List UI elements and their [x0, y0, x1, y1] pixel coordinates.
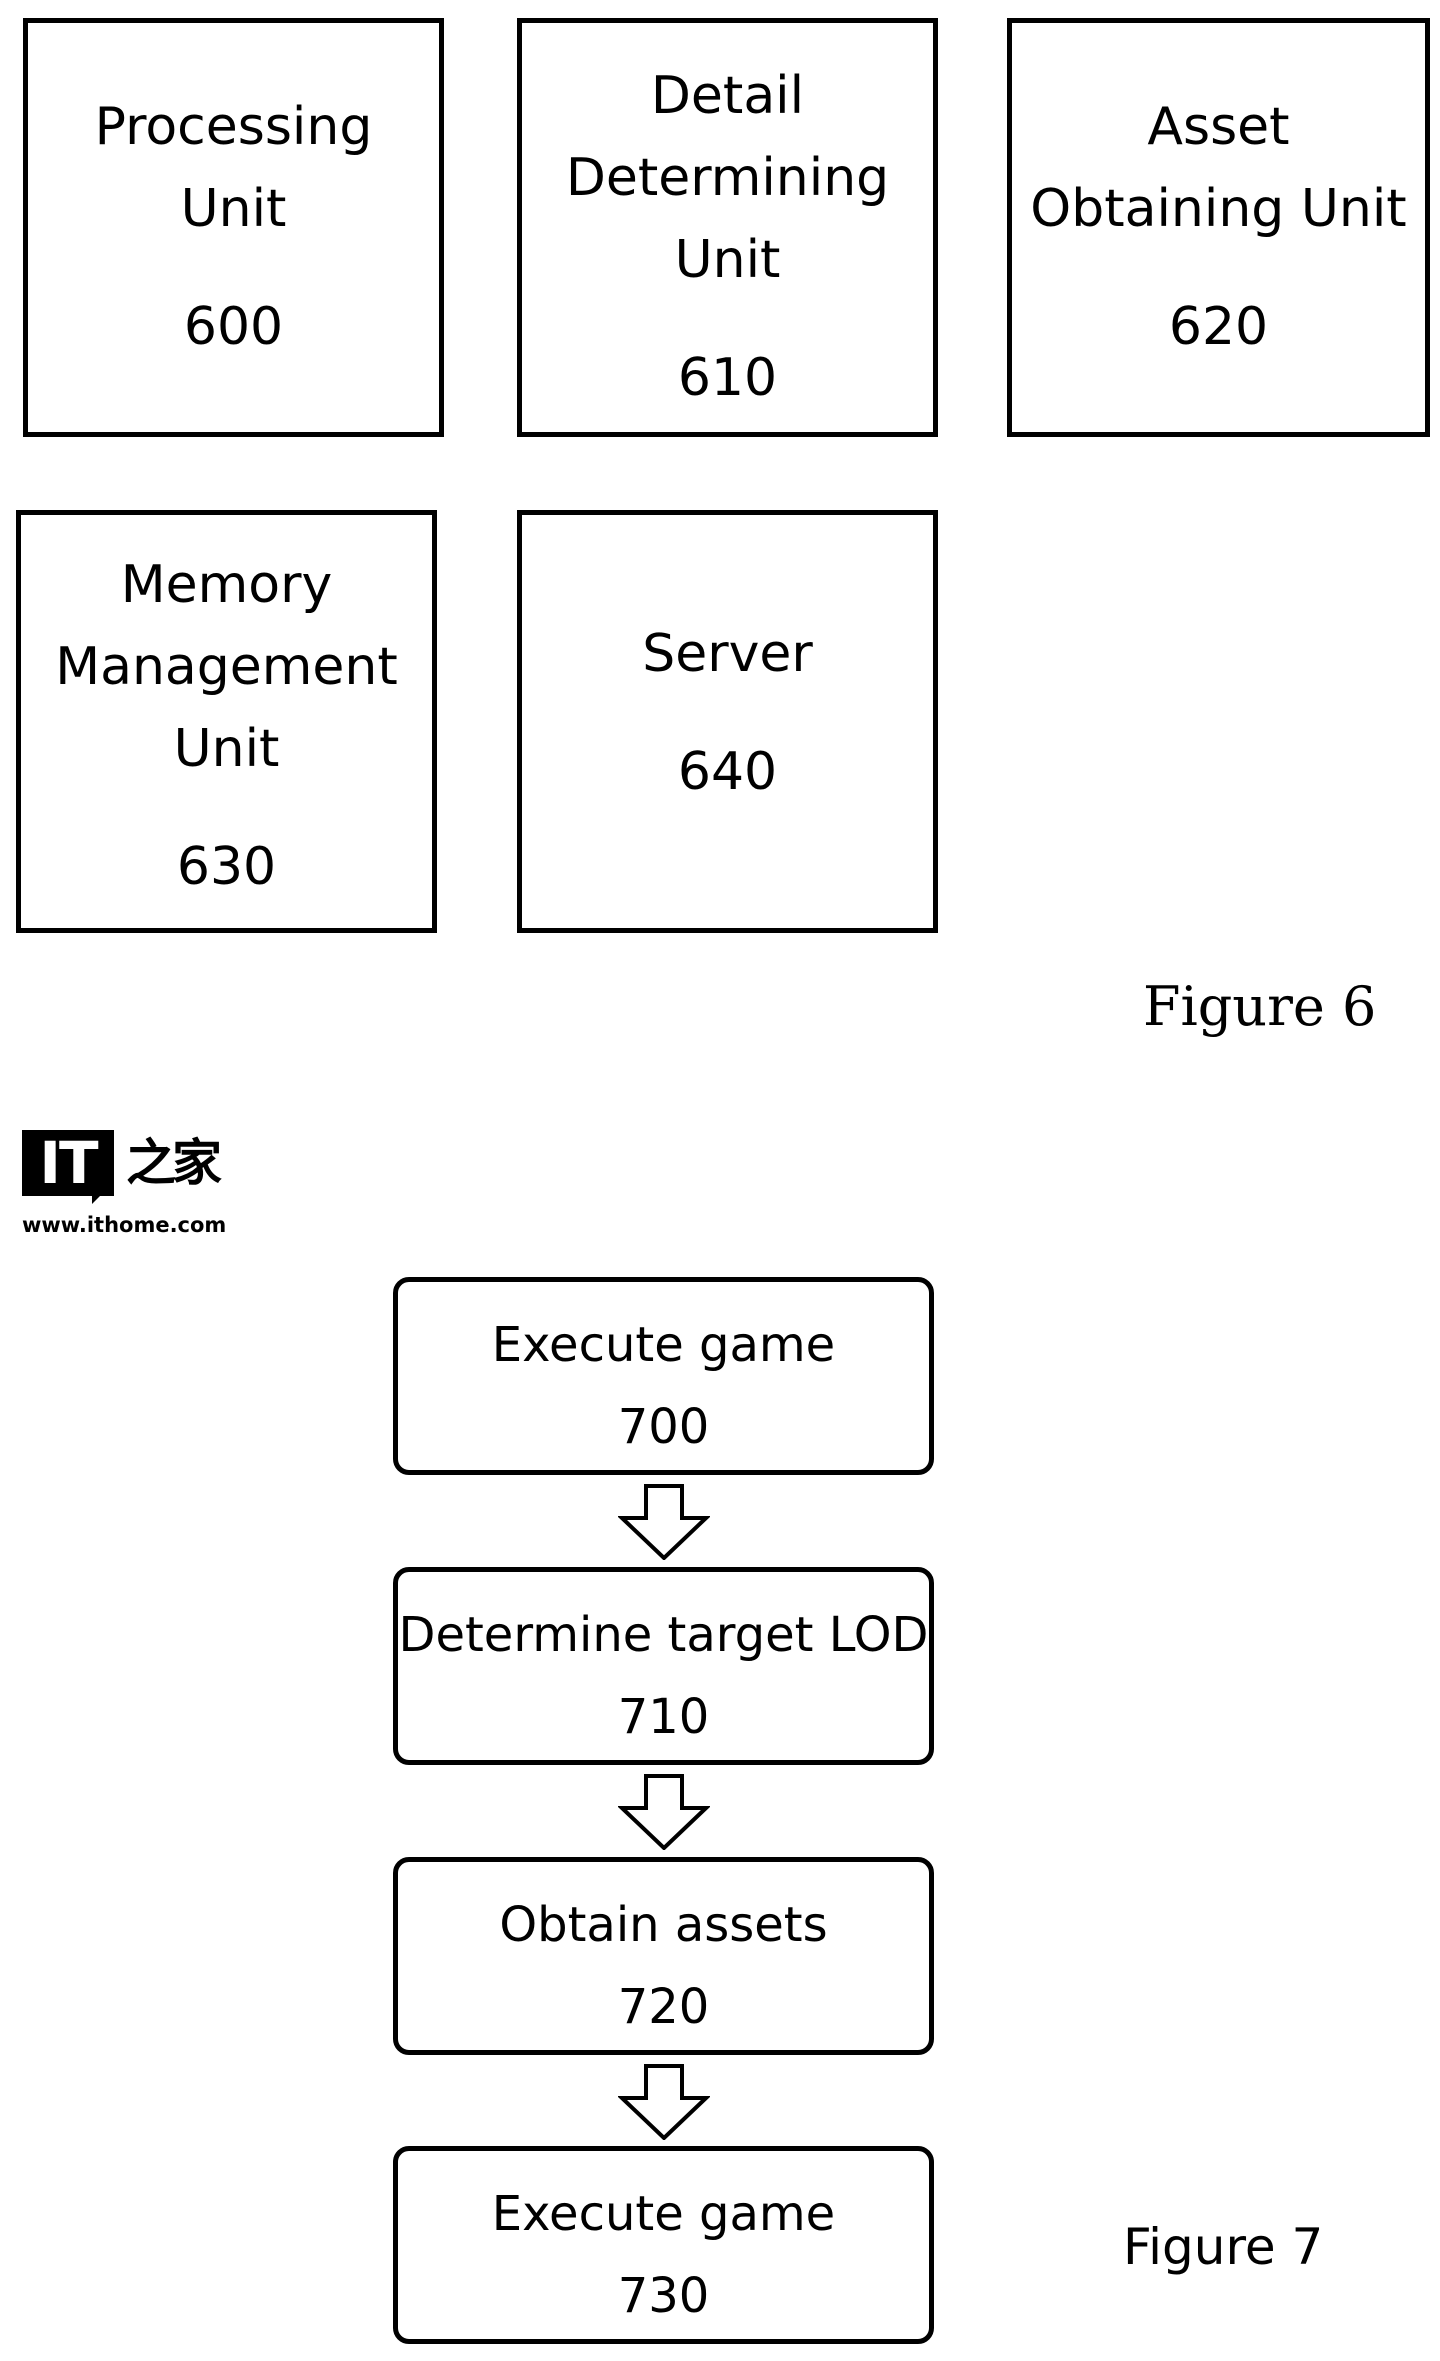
- server-block: Server 640: [517, 510, 938, 933]
- unit-number: 600: [183, 297, 284, 357]
- logo-chinese-text: 之家: [126, 1134, 222, 1192]
- unit-name: Server: [642, 624, 813, 684]
- figure-7-label: Figure 7: [1123, 2218, 1324, 2276]
- unit-name: Asset Obtaining Unit: [1030, 97, 1407, 239]
- logo-speech-tail: [92, 1190, 106, 1204]
- flow-step-execute-game: Execute game 700: [393, 1277, 934, 1475]
- logo-it-mark: IT: [22, 1130, 114, 1196]
- flow-step-determine-target-lod: Determine target LOD 710: [393, 1567, 934, 1765]
- step-name: Execute game: [491, 1317, 836, 1373]
- step-number: 720: [617, 1979, 710, 2035]
- hollow-down-arrow-icon: [618, 1484, 710, 1560]
- step-name: Determine target LOD: [398, 1607, 929, 1663]
- flow-step-execute-game-final: Execute game 730: [393, 2146, 934, 2344]
- unit-name: Processing Unit: [94, 97, 373, 239]
- unit-number: 620: [1168, 297, 1269, 357]
- step-name: Execute game: [491, 2186, 836, 2242]
- figure-6-label: Figure 6: [1143, 975, 1377, 1038]
- unit-number: 610: [677, 348, 778, 408]
- logo-url: www.ithome.com: [22, 1213, 227, 1237]
- asset-obtaining-unit-block: Asset Obtaining Unit 620: [1007, 18, 1430, 437]
- unit-number: 630: [176, 837, 277, 897]
- unit-name: Memory Management Unit: [55, 555, 398, 779]
- hollow-down-arrow-icon: [618, 1774, 710, 1850]
- step-number: 700: [617, 1399, 710, 1455]
- unit-name: Detail Determining Unit: [565, 66, 890, 290]
- step-number: 710: [617, 1689, 710, 1745]
- detail-determining-unit-block: Detail Determining Unit 610: [517, 18, 938, 437]
- ithome-logo: IT 之家 www.ithome.com: [22, 1130, 226, 1240]
- step-number: 730: [617, 2268, 710, 2324]
- step-name: Obtain assets: [499, 1897, 828, 1953]
- hollow-down-arrow-icon: [618, 2064, 710, 2140]
- unit-number: 640: [677, 742, 778, 802]
- memory-management-unit-block: Memory Management Unit 630: [16, 510, 437, 933]
- flow-step-obtain-assets: Obtain assets 720: [393, 1857, 934, 2055]
- processing-unit-block: Processing Unit 600: [23, 18, 444, 437]
